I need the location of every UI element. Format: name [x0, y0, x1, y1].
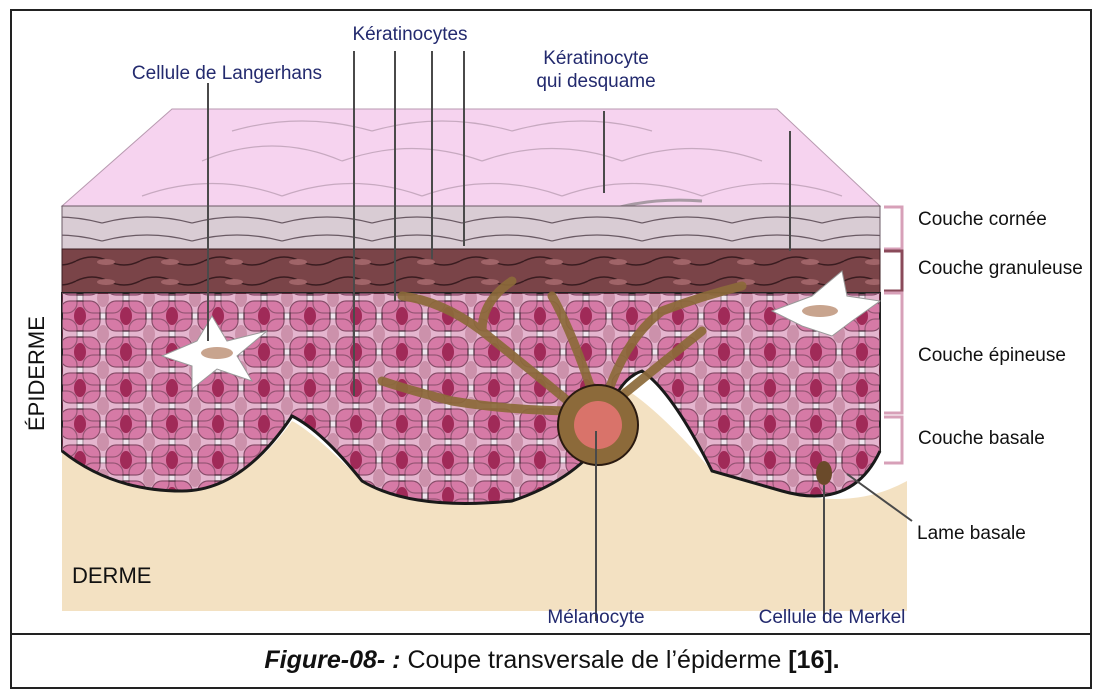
label-derme: DERME [72, 563, 151, 588]
label-couche-epineuse: Couche épineuse [918, 345, 1066, 366]
caption-divider [10, 633, 1092, 635]
caption-figure-number: Figure-08- : [264, 646, 400, 674]
label-lame-basale: Lame basale [917, 523, 1026, 544]
layer-brackets [884, 207, 902, 463]
melanocyte-nucleus [574, 401, 622, 449]
label-couche-basale: Couche basale [918, 428, 1045, 449]
langerhans-nucleus [201, 347, 233, 359]
granuleuse-layer [62, 249, 880, 293]
caption-reference: [16]. [788, 646, 839, 674]
label-couche-cornee: Couche cornée [918, 209, 1047, 230]
caption-text: Coupe transversale de l’épiderme [401, 646, 789, 674]
merkel-cell [816, 461, 832, 485]
label-keratinocytes: Kératinocytes [352, 24, 467, 45]
figure-caption: Figure-08- : Coupe transversale de l’épi… [0, 646, 1104, 675]
label-langerhans: Cellule de Langerhans [132, 63, 322, 84]
epidermis-diagram: Cellule de Langerhans Kératinocytes Kéra… [12, 11, 1092, 631]
cornee-flakes [62, 206, 880, 249]
label-melanocyte: Mélanocyte [547, 607, 644, 628]
label-merkel: Cellule de Merkel [759, 607, 906, 628]
langerhans-nucleus-right [802, 305, 838, 317]
label-epiderme: ÉPIDERME [24, 316, 49, 431]
label-desquame-line1: Kératinocyte [543, 48, 649, 69]
label-couche-granuleuse: Couche granuleuse [918, 258, 1083, 279]
label-desquame-line2: qui desquame [536, 71, 655, 92]
